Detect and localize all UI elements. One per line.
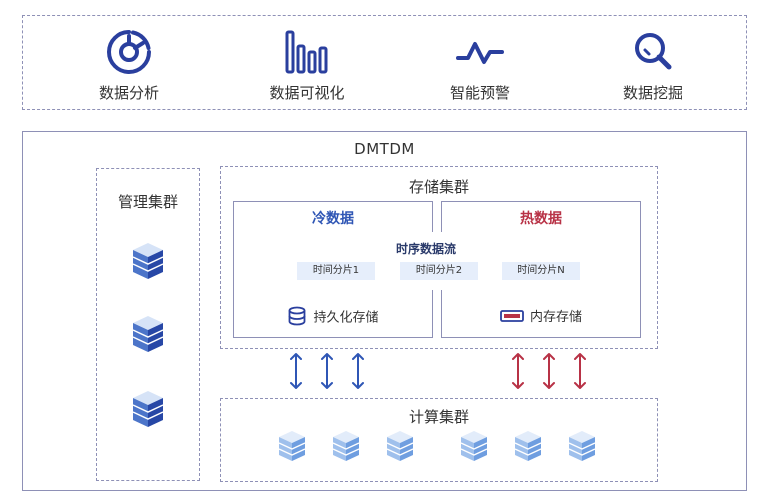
capability-smart-alert: 智能预警 [410,16,550,111]
cold-data-title: 冷数据 [312,211,354,227]
compute-node-icon [568,431,596,461]
system-frame: DMTDM [22,131,747,491]
compute-node-icon [278,431,306,461]
memory-storage-label: 内存存储 [442,306,640,328]
compute-cluster: 计算集群 [220,398,658,482]
capability-data-analysis: 数据分析 [59,16,199,111]
cold-data-arrows [290,353,364,389]
storage-cluster: 存储集群 [220,166,658,349]
memory-module-icon [500,309,524,322]
management-cluster: 管理集群 [96,168,200,481]
magnifier-icon [635,33,672,70]
server-stack-icon [132,391,164,427]
persistent-storage-label: 持久化存储 [234,306,432,328]
management-cluster-title: 管理集群 [117,193,178,211]
bar-chart-icon [285,30,328,74]
time-slice: 时间分片2 [400,262,478,280]
time-slice: 时间分片1 [297,262,375,280]
compute-node-icon [386,431,414,461]
pie-chart-icon [107,30,151,74]
capability-label: 数据挖掘 [622,84,683,102]
compute-cluster-title: 计算集群 [408,408,469,426]
database-icon [289,306,306,326]
compute-node-icon [514,431,542,461]
cold-data-panel: 冷数据 持久化存储 [233,201,433,338]
time-slice: 时间分片N [502,262,580,280]
pulse-wave-icon [456,42,504,64]
capability-bar: 数据分析 数据可视化 智能预警 数据挖掘 [22,15,747,110]
timeseries-title: 时序数据流 [395,242,456,256]
system-title: DMTDM [354,140,415,158]
capability-data-visualization: 数据可视化 [237,16,377,111]
capability-label: 数据分析 [98,84,159,102]
storage-cluster-title: 存储集群 [408,178,469,196]
timeseries-stream: 时序数据流 时间分片1 时间分片2 时间分片N [247,232,605,290]
hot-data-title: 热数据 [520,211,562,227]
hot-data-arrows [512,353,586,389]
compute-node-icon [332,431,360,461]
server-stack-icon [132,243,164,279]
server-stack-icon [132,316,164,352]
hot-data-panel: 热数据 内存存储 [441,201,641,338]
persistent-storage-text: 持久化存储 [313,310,379,326]
capability-label: 智能预警 [449,84,510,102]
capability-data-mining: 数据挖掘 [583,16,723,111]
compute-node-icon [460,431,488,461]
memory-storage-text: 内存存储 [529,310,582,325]
capability-label: 数据可视化 [269,84,345,102]
